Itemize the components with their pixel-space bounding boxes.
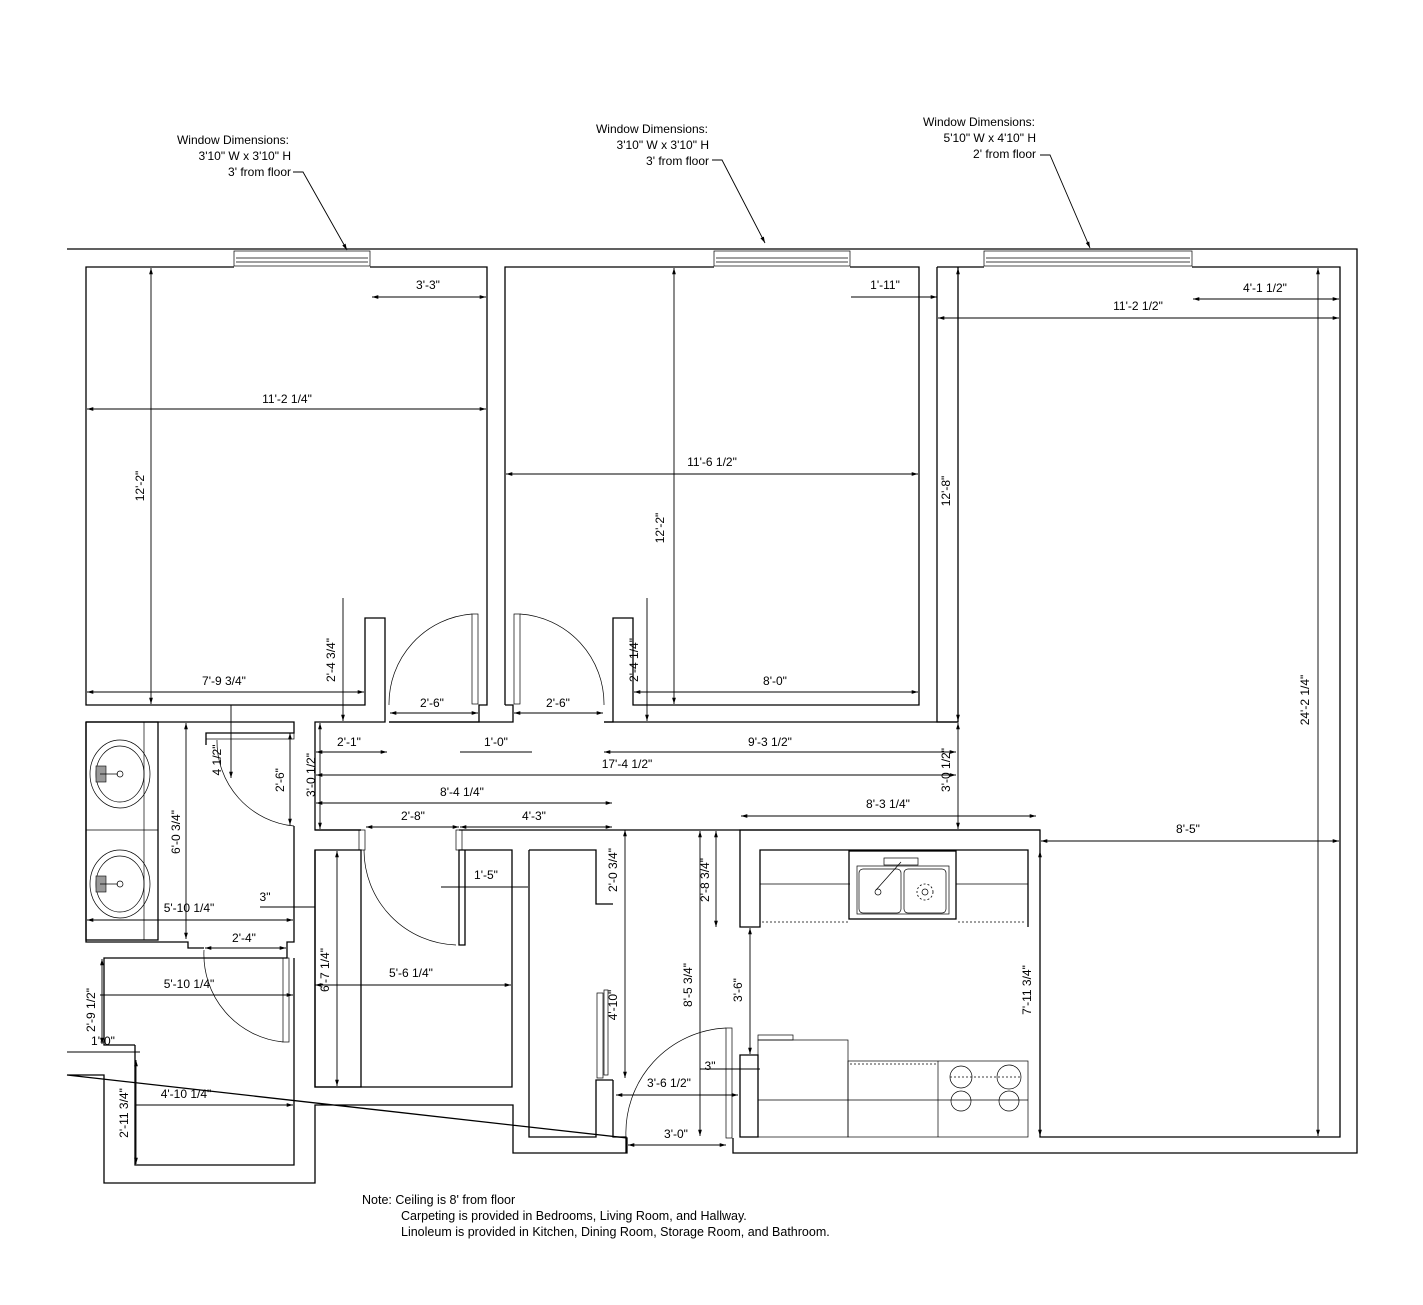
dimension-label: 8'-3 1/4"	[866, 797, 910, 811]
stove-icon	[949, 1064, 1022, 1112]
ceiling-flooring-note: Note: Ceiling is 8' from floor Carpeting…	[362, 1193, 830, 1239]
dimension-label: 2'-6"	[546, 696, 570, 710]
dimension-label: 6'-0 3/4"	[169, 810, 183, 854]
dimension-label: 1'-11"	[870, 278, 900, 292]
dimension-label: 5'-10 1/4"	[164, 901, 215, 915]
dimension-label: 2'-4"	[232, 931, 256, 945]
dimension-label: 12'-2"	[133, 471, 147, 502]
dimension-label: 4'-3"	[522, 809, 546, 823]
dimension-label: 9'-3 1/2"	[748, 735, 792, 749]
dimension-label: 11'-2 1/4"	[262, 392, 312, 406]
dimension-label: 8'-0"	[763, 674, 787, 688]
dimension-label: 2'-9 1/2"	[84, 988, 98, 1032]
dimension-label: 7'-11 3/4"	[1020, 965, 1034, 1015]
outer-wall	[66, 248, 1358, 1184]
dimension-label: 1'-0"	[91, 1034, 115, 1048]
interior-walls	[85, 266, 1341, 1166]
dimension-label: 17'-4 1/2"	[602, 757, 653, 771]
window-note-size: 5'10" W x 4'10" H	[944, 131, 1036, 145]
dimension-label: 7'-9 3/4"	[202, 674, 246, 688]
note-line: Linoleum is provided in Kitchen, Dining …	[401, 1225, 830, 1239]
bathroom-vanity	[85, 721, 159, 941]
dimension-label: 6'-7 1/4"	[318, 948, 332, 992]
dimension-label: 2'-4 1/4"	[627, 638, 641, 682]
dimension-label: 12'-2"	[653, 513, 667, 544]
sink-icon	[89, 739, 151, 809]
dimension-label: 2'-6"	[420, 696, 444, 710]
dimension-label: 11'-2 1/2"	[1113, 299, 1163, 313]
dimension-label: 3'-3"	[416, 278, 440, 292]
doors	[203, 613, 733, 1139]
dimension-label: 3"	[705, 1059, 716, 1073]
window-note-title: Window Dimensions:	[596, 122, 708, 136]
dimension-lines	[67, 154, 1339, 1164]
window-note-1: Window Dimensions: 3'10" W x 3'10" H 3' …	[177, 133, 291, 179]
dimension-label: 4'-10"	[606, 990, 620, 1021]
dimension-label: 3'-0 1/2"	[939, 748, 953, 792]
dimension-label: 2'-4 3/4"	[324, 638, 338, 682]
dimension-label: 2'-1"	[337, 735, 361, 749]
dimension-label: 4'-10 1/4"	[161, 1087, 212, 1101]
dimension-labels: 3'-3" 1'-11" 4'-1 1/2" 11'-2 1/2" 11'-2 …	[84, 278, 1312, 1141]
dimension-label: 2'-11 3/4"	[117, 1088, 131, 1138]
window-note-size: 3'10" W x 3'10" H	[199, 149, 291, 163]
kitchen-sink-icon	[848, 850, 957, 920]
windows	[233, 250, 1193, 267]
dimension-label: 24'-2 1/4"	[1298, 675, 1312, 726]
dimension-label: 1'-0"	[484, 735, 508, 749]
dimension-label: 3'-6"	[731, 978, 745, 1002]
dimension-label: 3'-0 1/2"	[304, 753, 318, 797]
window-note-height: 3' from floor	[646, 154, 709, 168]
window-note-height: 3' from floor	[228, 165, 291, 179]
dimension-label: 8'-4 1/4"	[440, 785, 484, 799]
dimension-label: 8'-5"	[1176, 822, 1200, 836]
dimension-label: 8'-5 3/4"	[681, 963, 695, 1007]
window-note-size: 3'10" W x 3'10" H	[617, 138, 709, 152]
note-line: Note: Ceiling is 8' from floor	[362, 1193, 515, 1207]
dimension-label: 3'-6 1/2"	[647, 1076, 691, 1090]
note-line: Carpeting is provided in Bedrooms, Livin…	[401, 1209, 747, 1223]
dimension-label: 2'-6"	[273, 768, 287, 792]
dimension-label: 2'-8"	[401, 809, 425, 823]
kitchen-counters	[757, 850, 1029, 1138]
dimension-label: 3'-0"	[664, 1127, 688, 1141]
window-note-3: Window Dimensions: 5'10" W x 4'10" H 2' …	[923, 115, 1036, 161]
dimension-label: 2'-8 3/4"	[698, 858, 712, 902]
window-note-height: 2' from floor	[973, 147, 1036, 161]
dimension-label: 1'-5"	[474, 868, 498, 882]
dimension-label: 4'-1 1/2"	[1243, 281, 1287, 295]
dimension-label: 2'-0 3/4"	[606, 848, 620, 892]
window-note-title: Window Dimensions:	[177, 133, 289, 147]
dimension-label: 3"	[260, 890, 271, 904]
window-note-2: Window Dimensions: 3'10" W x 3'10" H 3' …	[596, 122, 709, 168]
sink-icon	[89, 849, 151, 919]
dimension-label: 5'-10 1/4"	[164, 977, 215, 991]
window-note-title: Window Dimensions:	[923, 115, 1035, 129]
dimension-label: 11'-6 1/2"	[687, 455, 737, 469]
dimension-label: 12'-8"	[939, 476, 953, 507]
dimension-label: 4 1/2"	[210, 745, 224, 776]
dimension-label: 5'-6 1/4"	[389, 966, 433, 980]
